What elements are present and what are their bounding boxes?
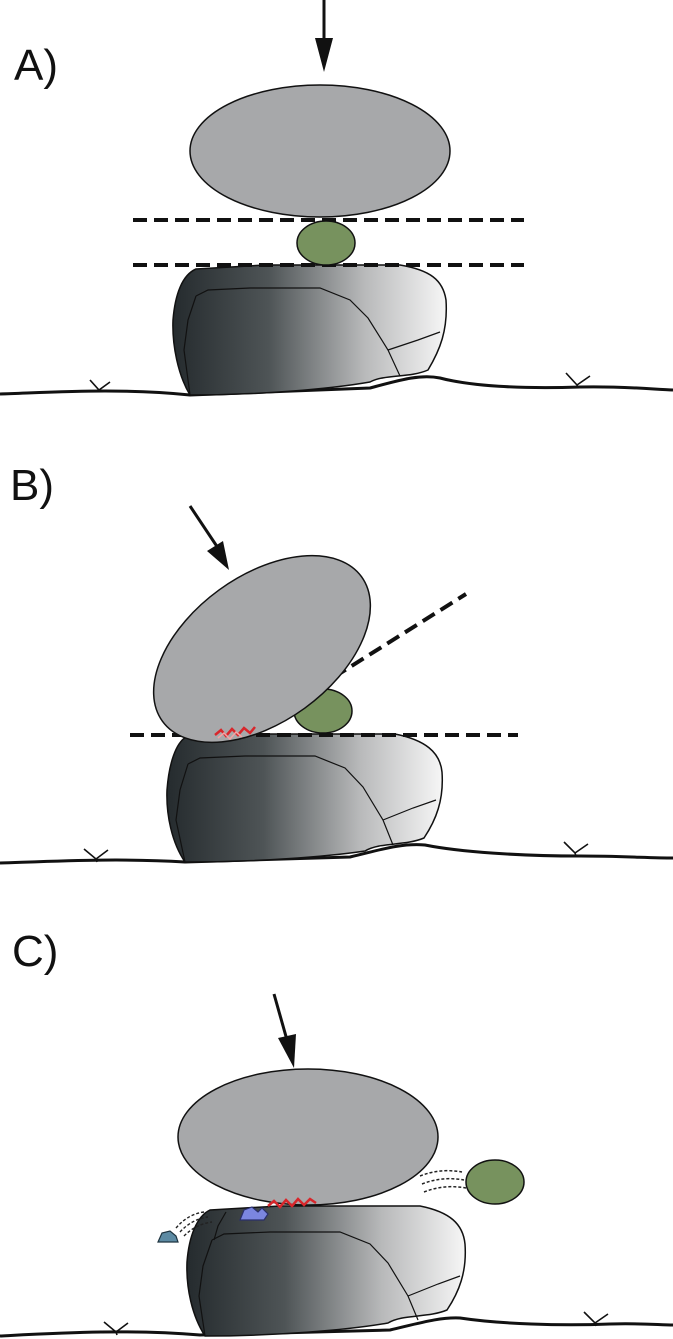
motion-lines [419, 1169, 467, 1193]
anvil-facet-line [407, 1275, 461, 1297]
grass-tuft [583, 1311, 609, 1327]
ground-line [0, 375, 673, 397]
anvil-facet-line [387, 331, 441, 351]
arrow-head [315, 38, 333, 72]
anvil-facet-line [211, 1231, 419, 1321]
arrow-head [278, 1034, 296, 1068]
ground-line [0, 1316, 673, 1338]
anvil-crack [213, 1211, 227, 1241]
grass-tuft [89, 379, 111, 393]
anvil-stone [172, 264, 448, 396]
contact-zone [214, 726, 256, 738]
panel-label-c: C) [12, 927, 59, 976]
nut-item [296, 220, 356, 266]
hammer-stone [152, 554, 372, 744]
anvil-facet-line [195, 287, 401, 377]
arrow-head [207, 541, 229, 570]
panel-label-b: B) [10, 461, 54, 510]
nut-item [465, 1159, 525, 1205]
anvil-stone [166, 733, 444, 863]
anvil-facet-line [183, 295, 197, 396]
anvil-facet-line [175, 763, 189, 863]
grass-tuft [565, 372, 591, 389]
panel-a [0, 0, 673, 397]
panel-b [0, 505, 673, 865]
grass-tuft [103, 1321, 129, 1336]
flake-fragment [157, 1230, 179, 1243]
contact-zone [217, 730, 243, 741]
anvil-facet-line [382, 799, 437, 821]
force-arrow [188, 505, 220, 549]
motion-lines [175, 1211, 213, 1237]
contact-zone [267, 1197, 317, 1209]
grass-tuft [83, 848, 109, 863]
hammer-stone [189, 84, 451, 218]
anvil-stone [186, 1205, 467, 1337]
grass-tuft [563, 841, 589, 857]
anvil-facet-line [198, 1239, 213, 1337]
ground-line [0, 843, 673, 865]
flake-fragment [239, 1206, 269, 1221]
anvil-facet-line [187, 755, 394, 846]
panel-c [0, 993, 673, 1338]
hammer-stone [177, 1068, 439, 1206]
force-arrow [272, 993, 289, 1041]
panel-label-a: A) [14, 41, 58, 90]
